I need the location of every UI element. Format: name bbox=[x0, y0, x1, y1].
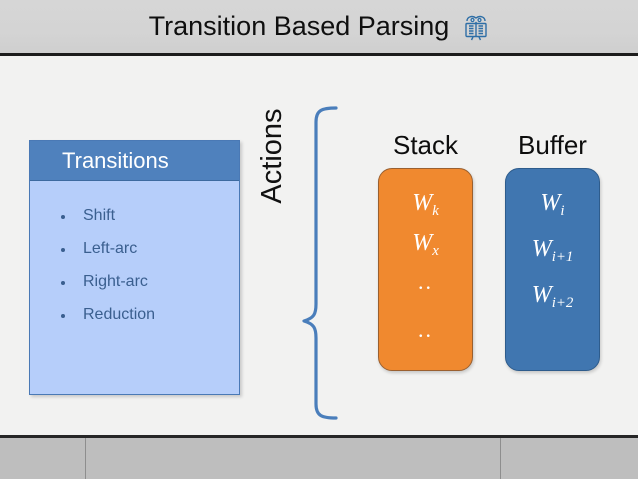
owl-book-icon bbox=[463, 11, 489, 43]
stack-item-base: W bbox=[412, 190, 433, 216]
transitions-panel-title: Transitions bbox=[62, 147, 169, 173]
stack-item-sub: k bbox=[432, 202, 439, 219]
slide-footer bbox=[0, 435, 638, 479]
slide-body: Transitions Shift Left-arc Right-arc Re bbox=[0, 56, 638, 435]
stack-item: Wk bbox=[379, 190, 472, 218]
page-title: Transition Based Parsing bbox=[148, 11, 450, 41]
buffer-item: Wi+2 bbox=[506, 282, 599, 310]
stack-label: Stack bbox=[392, 130, 459, 160]
bullet-icon bbox=[61, 215, 65, 219]
list-item: Right-arc bbox=[58, 273, 239, 291]
list-item-label: Right-arc bbox=[83, 273, 148, 290]
buffer-item-base: W bbox=[531, 282, 552, 308]
bullet-icon bbox=[61, 281, 65, 285]
stack-item: .. bbox=[418, 269, 433, 294]
stack-item: Wx bbox=[379, 230, 472, 258]
buffer-group: Buffer Wi Wi+1 Wi+2 bbox=[505, 130, 600, 371]
list-item: Reduction bbox=[58, 306, 239, 324]
title-row: Transition Based Parsing bbox=[0, 0, 638, 53]
transitions-list: Shift Left-arc Right-arc Reduction bbox=[30, 181, 239, 324]
bullet-icon bbox=[61, 248, 65, 252]
footer-divider-right bbox=[500, 438, 501, 479]
list-item-label: Shift bbox=[83, 207, 116, 224]
slide-header: Transition Based Parsing bbox=[0, 0, 638, 56]
stack-item-base: W bbox=[412, 230, 433, 256]
buffer-item-base: W bbox=[531, 236, 552, 262]
buffer-item-sub: i+2 bbox=[551, 294, 574, 311]
buffer-label: Buffer bbox=[518, 130, 587, 160]
buffer-item-base: W bbox=[540, 190, 561, 216]
buffer-item: Wi bbox=[506, 190, 599, 218]
list-item-label: Left-arc bbox=[83, 240, 138, 257]
list-item-label: Reduction bbox=[83, 306, 156, 323]
transitions-panel: Transitions Shift Left-arc Right-arc Re bbox=[29, 140, 240, 395]
left-curly-brace-icon bbox=[302, 106, 338, 420]
bullet-icon bbox=[61, 314, 65, 318]
buffer-item-sub: i bbox=[560, 202, 565, 219]
stack-box: Wk Wx .. .. bbox=[378, 168, 473, 371]
buffer-item-sub: i+1 bbox=[551, 248, 574, 265]
buffer-box: Wi Wi+1 Wi+2 bbox=[505, 168, 600, 371]
buffer-item: Wi+1 bbox=[506, 236, 599, 264]
stack-item-sub: x bbox=[432, 242, 439, 259]
transitions-panel-header: Transitions bbox=[30, 141, 239, 181]
list-item: Shift bbox=[58, 207, 239, 225]
list-item: Left-arc bbox=[58, 240, 239, 258]
footer-divider-left bbox=[85, 438, 86, 479]
stack-item: .. bbox=[418, 317, 433, 342]
stack-group: Stack Wk Wx .. .. bbox=[378, 130, 473, 371]
